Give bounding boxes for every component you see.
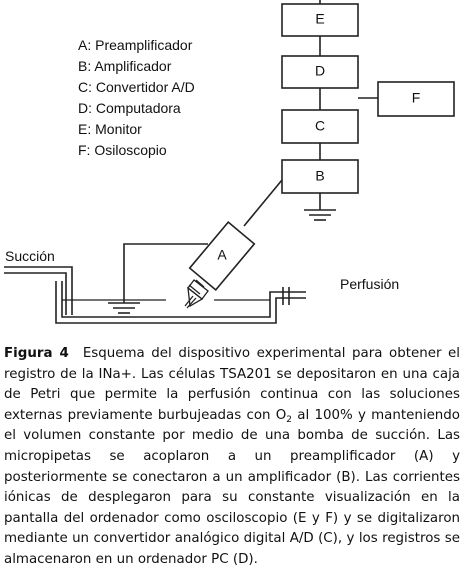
ground-symbol-bath (108, 302, 140, 314)
block-c: C (281, 109, 359, 144)
legend-item-a: A: Preamplificador (78, 37, 193, 53)
legend-item-b: B: Amplificador (78, 58, 172, 74)
block-c-label: C (315, 118, 325, 134)
block-f-label: F (412, 90, 421, 106)
micropipette (184, 279, 209, 309)
block-a-label: A (217, 247, 227, 263)
block-d: D (281, 55, 359, 89)
reference-electrode-wire (123, 243, 208, 303)
block-b: B (281, 159, 359, 194)
perfusion-label: Perfusión (340, 276, 399, 292)
figure-number: Figura 4 (4, 346, 69, 361)
perfusion-tube (282, 287, 290, 305)
experimental-setup-diagram: A: Preamplificador B: Amplificador C: Co… (4, 0, 455, 324)
legend: A: Preamplificador B: Amplificador C: Co… (78, 37, 195, 158)
suction-tube (4, 266, 73, 315)
legend-item-e: E: Monitor (78, 121, 142, 137)
caption-subscript: 2 (286, 414, 293, 425)
block-e-label: E (315, 11, 324, 27)
legend-item-f: F: Osiloscopio (78, 142, 167, 158)
suction-label: Succión (5, 248, 55, 264)
block-b-label: B (315, 168, 324, 184)
caption-text-part-2: al 100% y manteniendo el volumen constan… (4, 407, 460, 567)
caption-text-part-1: Esquema del dispositivo experimental par… (4, 346, 460, 423)
block-a: A (188, 220, 256, 292)
ground-symbol-b (304, 209, 336, 221)
block-e: E (281, 3, 359, 37)
legend-item-c: C: Convertidor A/D (78, 79, 195, 95)
block-f: F (377, 81, 455, 117)
legend-item-d: D: Computadora (78, 100, 181, 116)
petri-dish (55, 281, 306, 324)
block-d-label: D (315, 63, 325, 79)
cable-b-to-a (243, 179, 283, 227)
